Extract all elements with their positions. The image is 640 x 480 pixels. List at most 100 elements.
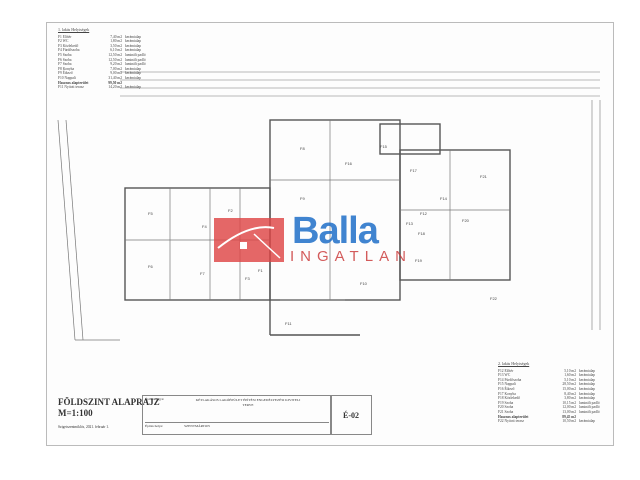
house-icon xyxy=(214,218,284,262)
legend-cell: 99,50 m2 xyxy=(108,80,122,85)
legend-cell: 5,10 m2 xyxy=(564,377,576,382)
location-value: SZENTMÁRTON xyxy=(184,424,210,428)
legend-cell: kerámialap xyxy=(125,75,141,80)
legend-cell: F12 Előtér xyxy=(498,368,514,373)
room-label: F17 xyxy=(410,168,418,173)
room-label: F5 xyxy=(148,211,153,216)
room-label: F3 xyxy=(245,276,250,281)
legend-cell: F3 Közlekedő xyxy=(58,43,79,48)
legend-cell: 10,15 m2 xyxy=(562,400,576,405)
legend-cell: 3,80 m2 xyxy=(564,396,576,401)
room-label: F16 xyxy=(345,161,353,166)
logo-sub: INGATLAN xyxy=(290,248,412,265)
legend-cell: 28,50 m2 xyxy=(562,382,576,387)
room-label: F14 xyxy=(440,196,448,201)
legend-cell: F17 Konyha xyxy=(498,391,516,396)
legend-cell: F11 Nyitott terasz xyxy=(58,85,84,90)
legend-cell: F18 Közlekedő xyxy=(498,396,521,401)
legend-cell: kerámialap xyxy=(125,71,141,76)
room-label: F19 xyxy=(415,258,423,263)
title-line: FÖLDSZINT ALAPRAJZ xyxy=(58,397,160,407)
legend-cell: kerámialap xyxy=(579,373,595,378)
logo-brand: Balla xyxy=(292,210,379,252)
balla-ingatlan-logo: Balla INGATLAN xyxy=(214,210,406,266)
legend-title: 1. lakás Helyiségek xyxy=(58,27,90,32)
legend-cell: 8,40 m2 xyxy=(564,391,576,396)
date-text: Szigetszentmiklós, 2021. február 1. xyxy=(58,425,109,429)
legend-cell: 3,50 m2 xyxy=(110,43,122,48)
legend-cell: 1,60 m2 xyxy=(564,373,576,378)
legend-cell: F4 Fürdőszoba xyxy=(58,48,80,53)
legend-cell: F10 Nappali xyxy=(58,75,76,80)
legend-title: 2. lakás Helyiségek xyxy=(498,361,530,366)
legend-cell: 12,50 m2 xyxy=(108,52,122,57)
legend-cell: kerámialap xyxy=(125,43,141,48)
legend-cell: Hasznos alapterület xyxy=(498,414,529,419)
project-name: KÉTLAKÁSOS LAKÓÉPÜLET ÉPÍTÉSI ENGEDÉLYEZ… xyxy=(195,398,301,407)
legend-cell: 14,20 m2 xyxy=(108,85,122,90)
legend-cell: kerámialap xyxy=(125,85,141,90)
legend-cell: F15 Nappali xyxy=(498,382,516,387)
room-label: F9 xyxy=(300,196,305,201)
room-label: F13 xyxy=(406,221,414,226)
legend-cell: 7,00 m2 xyxy=(110,66,122,71)
legend-cell: laminált padló xyxy=(579,409,600,414)
legend-cell: F7 Szoba xyxy=(58,62,72,67)
room-label: F18 xyxy=(418,231,426,236)
project-box: Építés tárgya: KÉTLAKÁSOS LAKÓÉPÜLET ÉPÍ… xyxy=(142,395,332,435)
legend-cell: kerámialap xyxy=(125,48,141,53)
legend-cell: 89,45 m2 xyxy=(562,414,576,419)
room-label: F12 xyxy=(420,211,428,216)
legend-cell: kerámialap xyxy=(579,368,595,373)
legend-cell: kerámialap xyxy=(125,39,141,44)
legend-cell: F13 WC xyxy=(498,373,511,378)
room-label: F21 xyxy=(480,174,488,179)
room-label: F10 xyxy=(360,281,368,286)
legend-cell: kerámialap xyxy=(579,419,595,424)
legend-cell: F14 Fürdőszoba xyxy=(498,377,522,382)
legend-cell: 15,00 m2 xyxy=(562,386,576,391)
room-label: F22 xyxy=(490,296,498,301)
legend-cell: F19 Szoba xyxy=(498,400,514,405)
room-label: F11 xyxy=(285,321,292,326)
legend-cell: kerámialap xyxy=(579,377,595,382)
legend-cell: 7,40 m2 xyxy=(110,34,122,39)
legend-cell: kerámialap xyxy=(579,391,595,396)
legend-cell: kerámialap xyxy=(579,386,595,391)
legend-cell: 5,10 m2 xyxy=(564,368,576,373)
legend-cell: laminált padló xyxy=(125,62,146,67)
room-label: F6 xyxy=(148,264,153,269)
subject-label: Építés tárgya: xyxy=(145,397,165,401)
legend-cell: laminált padló xyxy=(579,405,600,410)
legend-total-row: Hasznos alapterület 89,45 m2 xyxy=(498,415,600,420)
legend-cell: kerámialap xyxy=(125,66,141,71)
legend-cell: F1 Előtér xyxy=(58,34,72,39)
room-label: F7 xyxy=(200,271,205,276)
location-label: Építés helye: xyxy=(145,424,164,428)
legend-cell: F6 Szoba xyxy=(58,57,72,62)
legend-cell: 12,00 m2 xyxy=(562,405,576,410)
sheet-code: É-02 xyxy=(330,395,372,435)
legend-cell: 6,10 m2 xyxy=(110,48,122,53)
legend-cell: F20 Szoba xyxy=(498,405,514,410)
legend-cell: 10,50 m2 xyxy=(562,419,576,424)
legend-cell: kerámialap xyxy=(579,396,595,401)
legend-cell: 13,00 m2 xyxy=(562,409,576,414)
legend-cell: laminált padló xyxy=(125,57,146,62)
